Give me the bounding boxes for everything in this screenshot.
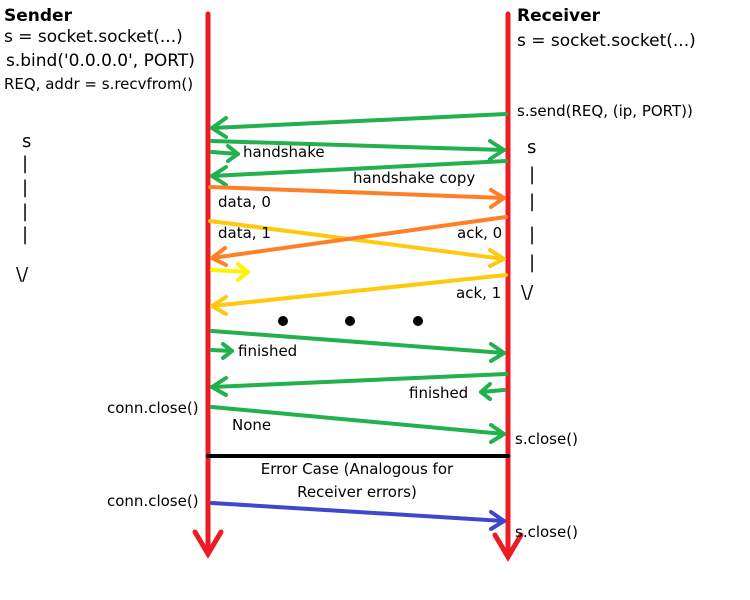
sender-code-line-1: s = socket.socket(...) xyxy=(4,27,183,47)
receiver-code-line-1: s = socket.socket(...) xyxy=(517,31,696,51)
receiver-flow-marker: s | | | | \/ xyxy=(521,137,536,303)
sender-flow-s: s xyxy=(22,131,31,152)
sender-title: Sender xyxy=(4,6,73,26)
arrow-req xyxy=(210,112,508,139)
sender-flow-bar: | xyxy=(22,224,28,245)
sender-code-line-2: s.bind('0.0.0.0', PORT) xyxy=(6,51,195,71)
arrow-handshake-copy xyxy=(210,159,508,187)
arrow-ack-1 xyxy=(210,273,508,316)
arrow-yellow-short xyxy=(210,262,250,282)
label-finished-receiver: finished xyxy=(409,384,468,402)
sender-flow-bar: | xyxy=(22,153,28,174)
receiver-flow-s: s xyxy=(527,137,536,158)
label-data-0: data, 0 xyxy=(218,193,271,211)
receiver-flow-arrow: \/ xyxy=(521,282,534,303)
receiver-flow-bar: | xyxy=(529,164,535,185)
receiver-lifeline xyxy=(492,11,524,562)
label-error-case-line-2: Receiver errors) xyxy=(297,483,417,501)
label-conn-close-2: conn.close() xyxy=(107,492,199,510)
arrow-finished-lead xyxy=(210,342,234,360)
label-error-case-line-1: Error Case (Analogous for xyxy=(261,460,454,478)
arrow-finished-sender xyxy=(210,329,506,363)
label-none: None xyxy=(232,416,271,434)
sender-flow-arrow: \/ xyxy=(16,264,29,285)
receiver-title: Receiver xyxy=(517,6,601,26)
arrow-error-close xyxy=(210,501,506,531)
sender-lifeline xyxy=(192,11,224,559)
arrow-ack-0 xyxy=(210,215,508,267)
label-conn-close-1: conn.close() xyxy=(107,399,199,417)
receiver-flow-bar: | xyxy=(529,191,535,212)
arrow-handshake-lead xyxy=(210,144,240,163)
label-ack-0: ack, 0 xyxy=(457,224,502,242)
sender-flow-bar: | xyxy=(22,177,28,198)
label-s-close-2: s.close() xyxy=(515,523,578,541)
label-finished-sender: finished xyxy=(238,342,297,360)
arrow-handshake xyxy=(210,139,506,161)
label-handshake-copy: handshake copy xyxy=(353,169,475,187)
receiver-flow-bar: | xyxy=(529,224,535,245)
label-data-1: data, 1 xyxy=(218,224,271,242)
label-s-close-1: s.close() xyxy=(515,430,578,448)
sender-flow-bar: | xyxy=(22,201,28,222)
arrow-finished-receiver-lead xyxy=(479,382,506,401)
arrow-data-0 xyxy=(208,185,506,209)
arrow-finished-receiver xyxy=(210,372,508,397)
receiver-flow-bar: | xyxy=(529,252,535,273)
sender-code-line-3: REQ, addr = s.recvfrom() xyxy=(4,75,193,93)
ellipsis-dots xyxy=(278,316,423,326)
label-handshake: handshake xyxy=(243,143,325,161)
arrow-data-1 xyxy=(208,219,506,268)
arrow-none xyxy=(210,405,506,444)
sender-flow-marker: s | | | | | \/ xyxy=(16,131,31,285)
label-ack-1: ack, 1 xyxy=(456,284,501,302)
label-send-req: s.send(REQ, (ip, PORT)) xyxy=(517,102,693,120)
